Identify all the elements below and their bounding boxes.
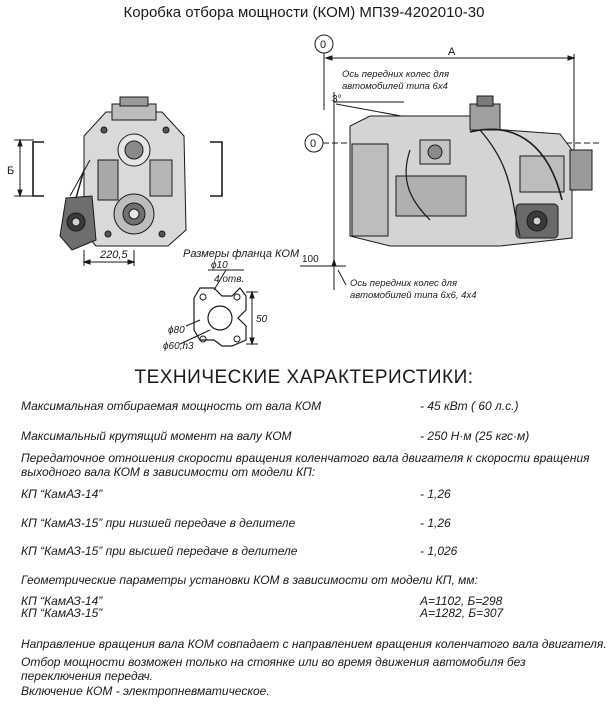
torque-value: - 250 Н·м (25 кгс·м) [420,429,530,443]
ratio-line1: Передаточное отношения скорости вращения… [21,451,590,465]
side-view-illustration [300,34,600,290]
kp14-ratio-label: КП “КамАЗ-14” [21,487,103,501]
kp15-low-ratio-value: - 1,26 [420,516,451,530]
power-value: - 45 кВт ( 60 л.с.) [420,399,519,413]
dimension-100-label: 100 [302,254,319,265]
power-label: Максимальная отбираемая мощность от вала… [21,399,322,413]
spec-heading: ТЕХНИЧЕСКИЕ ХАРАКТЕРИСТИКИ: [134,367,474,388]
flange-hole-diameter: ϕ10 [211,260,228,271]
dimension-a-label: A [448,46,456,58]
takeoff-note: Отбор мощности возможен только на стоянк… [21,655,526,683]
flange-title: Размеры фланца КОМ [183,248,300,260]
torque-label: Максимальный крутящий момент на валу КОМ [21,429,292,443]
geometry-kp14-label: КП “КамАЗ-14” [21,594,103,608]
kp15-low-ratio-label: КП “КамАЗ-15” при низшей передаче в дели… [21,516,296,530]
angle-label: 3° [332,94,342,105]
flange-diameter-80: ϕ80 [168,325,185,336]
flange-illustration [179,269,258,347]
axis-top-line2: автомобилей типа 6х4 [342,81,448,92]
engagement-note: Включение КОМ - электропневматическое. [21,684,270,698]
axis-bottom-line1: Ось передних колес для [350,278,457,289]
kp15-high-ratio-value: - 1,026 [420,544,458,558]
geometry-kp14-value: А=1102, Б=298 [420,594,503,608]
rotation-note: Направление вращения вала КОМ совпадает … [21,637,607,651]
technical-drawing: 220,5 Б Размеры фланца КОМ ϕ10 4 отв. 50… [7,34,600,352]
page-title: Коробка отбора мощности (КОМ) МП39-42020… [123,4,485,21]
kp14-ratio-value: - 1,26 [420,487,451,501]
dimension-220-label: 220,5 [99,249,128,261]
flange-dimension-50: 50 [256,314,268,325]
kp15-high-ratio-label: КП “КамАЗ-15” при высшей передаче в дели… [21,544,298,558]
front-view-illustration [14,96,223,266]
reference-zero-middle: 0 [310,138,316,150]
geometry-label: Геометрические параметры установки КОМ в… [21,573,478,587]
reference-zero-top: 0 [320,39,326,51]
axis-bottom-line2: автомобилей типа 6х6, 4х4 [350,290,476,301]
geometry-kp15-label: КП “КамАЗ-15” [21,606,103,620]
geometry-kp15-value: А=1282, Б=307 [420,606,504,620]
flange-hole-count: 4 отв. [214,274,244,285]
axis-top-line1: Ось передних колес для [342,69,449,80]
flange-diameter-60: ϕ60,h3 [163,341,194,352]
ratio-line2: выходного вала КОМ в зависимости от моде… [21,465,316,479]
dimension-b-label: Б [7,165,14,177]
